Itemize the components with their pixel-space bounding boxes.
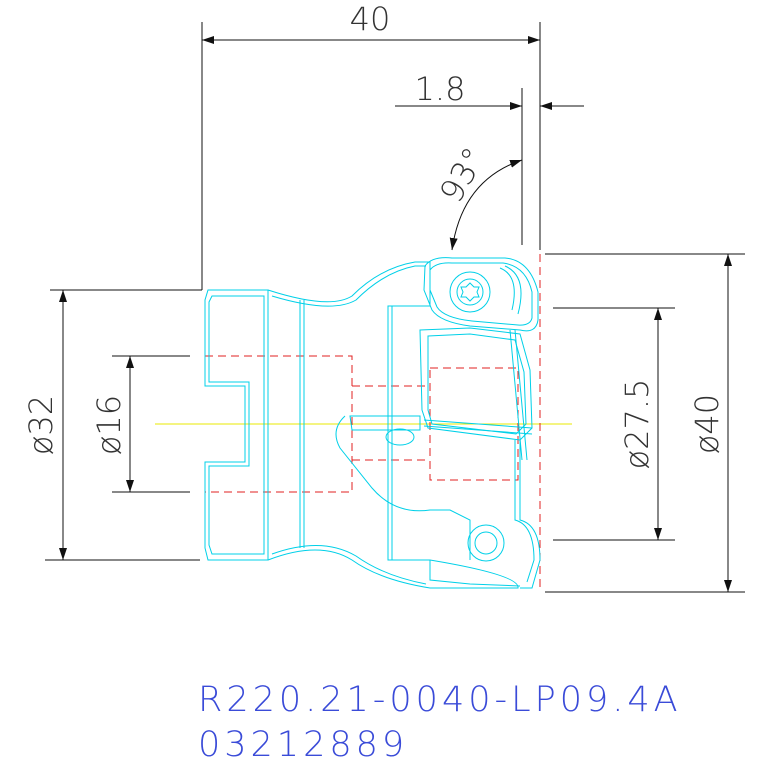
article-number: 03212889 — [198, 725, 409, 765]
dimension-offset: 1.8 — [395, 70, 584, 245]
part-code: R220.21-0040-LP09.4A — [198, 680, 682, 720]
shank-outline — [204, 289, 269, 561]
bore-diameter-label: ø16 — [90, 395, 128, 455]
dimension-length: 40 — [50, 0, 541, 291]
offset-label: 1.8 — [415, 70, 466, 108]
cutting-diameter-label: ø40 — [688, 394, 726, 454]
dimension-inner-diameter: ø27.5 — [553, 307, 675, 541]
body-outline — [267, 261, 519, 589]
length-label: 40 — [350, 0, 391, 38]
dimension-angle: 93° — [432, 141, 523, 251]
dimension-bore-diameter: ø16 — [90, 355, 190, 493]
cutter-body — [204, 257, 541, 589]
angle-label: 93° — [432, 141, 493, 209]
inner-diameter-label: ø27.5 — [618, 379, 656, 470]
hidden-lines — [205, 254, 541, 592]
shank-diameter-label: ø32 — [22, 395, 60, 455]
dimension-shank-diameter: ø32 — [22, 290, 200, 561]
dimension-cutting-diameter: ø40 — [545, 253, 745, 593]
top-insert — [423, 257, 539, 332]
